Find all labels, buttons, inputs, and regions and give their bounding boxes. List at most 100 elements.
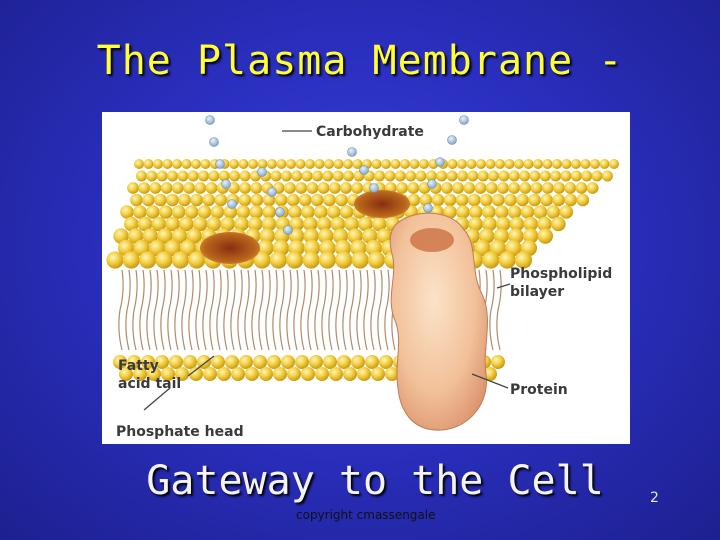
- phosphate-head: [192, 216, 208, 232]
- phosphate-head: [223, 205, 238, 219]
- phosphate-head: [200, 159, 211, 169]
- phosphate-head: [508, 182, 520, 194]
- phosphate-head: [231, 367, 245, 381]
- phosphate-head: [491, 355, 505, 369]
- phosphate-head: [183, 182, 195, 194]
- phosphate-head: [253, 355, 267, 369]
- phosphate-head: [134, 159, 144, 169]
- phosphate-head: [157, 228, 173, 244]
- fatty-acid-tail: [272, 269, 278, 351]
- phosphate-head: [314, 159, 325, 169]
- phosphate-head: [357, 367, 371, 381]
- phosphate-head: [259, 367, 273, 381]
- phosphate-head: [175, 367, 189, 381]
- sugar-bead: [267, 187, 277, 197]
- phosphate-head: [189, 367, 203, 381]
- phosphate-head: [504, 193, 517, 207]
- phospholipid-label: Phospholipid: [510, 266, 612, 282]
- phosphate-head: [447, 159, 458, 169]
- phosphate-head: [161, 367, 175, 381]
- phosphate-head: [295, 159, 306, 169]
- fatty-acid-tail: [328, 269, 334, 351]
- phosphate-head: [552, 159, 562, 169]
- fatty-acid-tail: [377, 269, 383, 351]
- phosphate-head: [400, 159, 410, 169]
- phosphate-head: [469, 205, 483, 219]
- phosphate-head: [466, 159, 477, 169]
- phosphate-head: [564, 193, 577, 207]
- phosphate-head: [533, 159, 543, 169]
- phosphate-head: [323, 355, 337, 369]
- phosphate-head: [113, 228, 129, 244]
- phosphate-head: [537, 228, 553, 244]
- phosphate-head: [314, 205, 328, 219]
- fatty-acid-tail: [356, 269, 362, 351]
- fatty-acid-tail: [188, 269, 194, 351]
- phosphate-head: [137, 216, 153, 232]
- phosphate-head: [113, 355, 127, 369]
- phosphate-head: [580, 159, 591, 169]
- phosphate-head: [202, 193, 215, 207]
- phosphate-head: [141, 355, 155, 369]
- phosphate-head: [312, 170, 323, 182]
- phosphate-head: [259, 228, 275, 244]
- phosphate-head: [590, 159, 600, 169]
- phosphate-head: [239, 170, 251, 182]
- phosphate-head: [318, 251, 336, 269]
- fatty-acid-tail: [153, 269, 159, 351]
- phosphate-head: [171, 182, 184, 194]
- sugar-bead: [257, 167, 267, 177]
- phosphate-head: [476, 159, 486, 169]
- slide-title: The Plasma Membrane -: [96, 38, 624, 84]
- sugar-bead: [423, 203, 433, 213]
- fatty-acid-tail: [363, 269, 369, 351]
- label-pointers: [143, 130, 511, 411]
- phosphate-head: [318, 228, 334, 244]
- phosphate-head: [343, 159, 353, 169]
- phosphate-head: [197, 355, 211, 369]
- sugar-bead: [369, 183, 379, 193]
- phosphate-head: [371, 159, 382, 169]
- peripheral-protein-2: [354, 190, 410, 218]
- phosphate-head: [467, 170, 479, 182]
- phosphate-head: [238, 193, 252, 207]
- phosphate-head: [142, 193, 155, 207]
- phosphate-head: [457, 159, 467, 169]
- phosphate-head: [305, 159, 315, 169]
- phosphate-head: [495, 216, 511, 232]
- phosphate-head: [560, 170, 572, 182]
- carbohydrate-chains: [205, 115, 469, 235]
- phosphate-head: [155, 355, 169, 369]
- phosphate-head: [208, 170, 220, 182]
- phosphate-head: [351, 251, 369, 269]
- slide-subtitle: Gateway to the Cell: [146, 458, 604, 504]
- phosphate-head: [143, 159, 154, 169]
- phosphate-head: [468, 216, 483, 232]
- phosphate-head: [286, 159, 296, 169]
- fatty-acid-tail: [286, 269, 292, 351]
- phosphate-head: [599, 159, 610, 169]
- phosphate-head: [586, 182, 599, 194]
- phosphate-head: [206, 216, 222, 232]
- phosphate-head: [376, 228, 392, 244]
- phosphate-head: [396, 182, 408, 194]
- phosphate-head: [457, 170, 468, 182]
- phosphate-head: [365, 355, 379, 369]
- phosphate-head: [552, 193, 565, 207]
- phosphate-head: [301, 205, 315, 219]
- phosphate-head: [384, 170, 396, 182]
- phosphate-head: [303, 216, 318, 232]
- phosphate-head: [328, 182, 341, 194]
- phosphate-head: [542, 159, 553, 169]
- membrane-illustration: Carbohydrate Phospholipid bilayer Fatty …: [106, 115, 619, 440]
- phosphate-head: [367, 251, 385, 269]
- phosphate-head: [509, 216, 525, 232]
- phosphate-head: [127, 182, 139, 194]
- phosphate-head: [343, 170, 354, 182]
- phosphate-head: [436, 170, 448, 182]
- phosphate-head: [181, 159, 192, 169]
- phosphate-head: [164, 239, 181, 257]
- fatty-acid-tail: [496, 269, 502, 351]
- phosphate-head: [516, 193, 529, 207]
- phosphate-head: [281, 355, 295, 369]
